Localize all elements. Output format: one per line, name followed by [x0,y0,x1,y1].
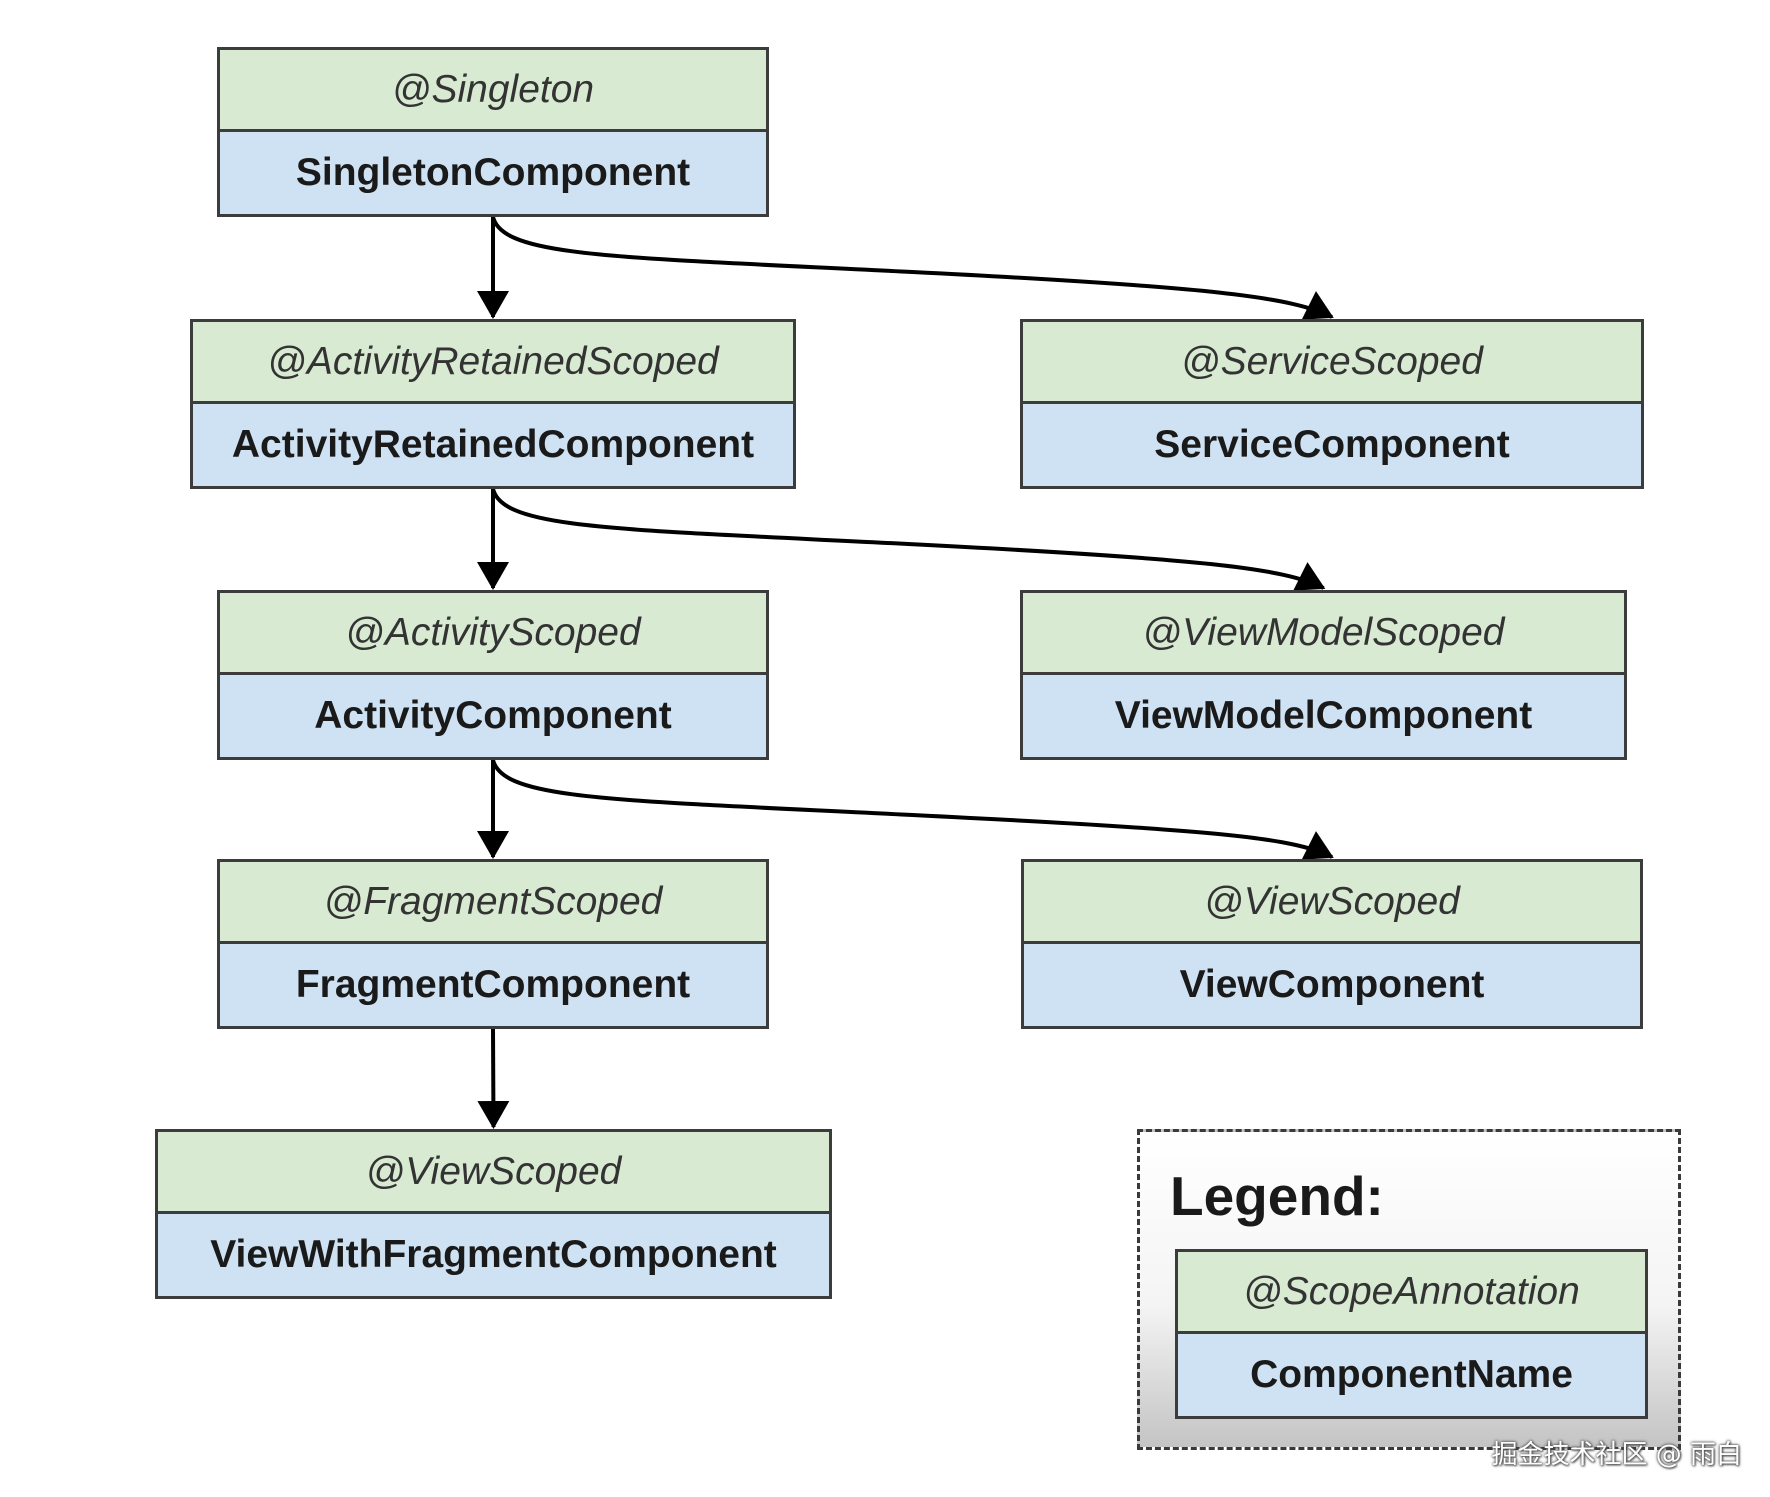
component-name-label: SingletonComponent [295,151,691,194]
legend-scope-label: @ScopeAnnotation [1178,1252,1645,1334]
node-fragment-component: @FragmentScoped FragmentComponent [217,859,769,1029]
component-name-label: ServiceComponent [1154,423,1510,466]
scope-annotation-label: @ViewScoped [158,1132,829,1214]
legend-component-label: ComponentName [1250,1353,1573,1396]
node-view-component: @ViewScoped ViewComponent [1021,859,1643,1029]
node-view-with-fragment-component: @ViewScoped ViewWithFragmentComponent [155,1129,832,1299]
scope-annotation-label: @ActivityScoped [220,593,766,675]
watermark-text: 掘金技术社区 @ 雨白 [1491,1440,1742,1470]
component-name-label: FragmentComponent [295,963,691,1006]
scope-annotation-label: @ActivityRetainedScoped [193,322,793,404]
component-name-label: ViewModelComponent [1114,694,1533,737]
node-viewmodel-component: @ViewModelScoped ViewModelComponent [1020,590,1627,760]
edge-activity-retained-to-viewmodel [491,488,1326,591]
legend-sample-node: @ScopeAnnotation ComponentName [1175,1249,1648,1419]
component-name-label: ActivityComponent [314,694,672,737]
node-activity-component: @ActivityScoped ActivityComponent [217,590,769,760]
edge-fragment-to-view-with-fragment [477,1028,510,1129]
edge-singleton-to-service [491,216,1334,320]
legend-box: Legend: @ScopeAnnotation ComponentName [1137,1129,1681,1450]
scope-annotation-label: @ViewScoped [1024,862,1640,944]
node-singleton-component: @Singleton SingletonComponent [217,47,769,217]
node-service-component: @ServiceScoped ServiceComponent [1020,319,1644,489]
scope-annotation-label: @Singleton [220,50,766,132]
legend-title: Legend: [1170,1165,1384,1227]
scope-annotation-label: @ServiceScoped [1023,322,1641,404]
component-name-label: ActivityRetainedComponent [231,423,755,466]
scope-annotation-label: @ViewModelScoped [1023,593,1624,675]
scope-annotation-label: @FragmentScoped [220,862,766,944]
node-activity-retained-component: @ActivityRetainedScoped ActivityRetained… [190,319,796,489]
component-name-label: ViewWithFragmentComponent [210,1233,777,1276]
component-name-label: ViewComponent [1179,963,1485,1006]
edge-activity-to-view [491,759,1334,860]
